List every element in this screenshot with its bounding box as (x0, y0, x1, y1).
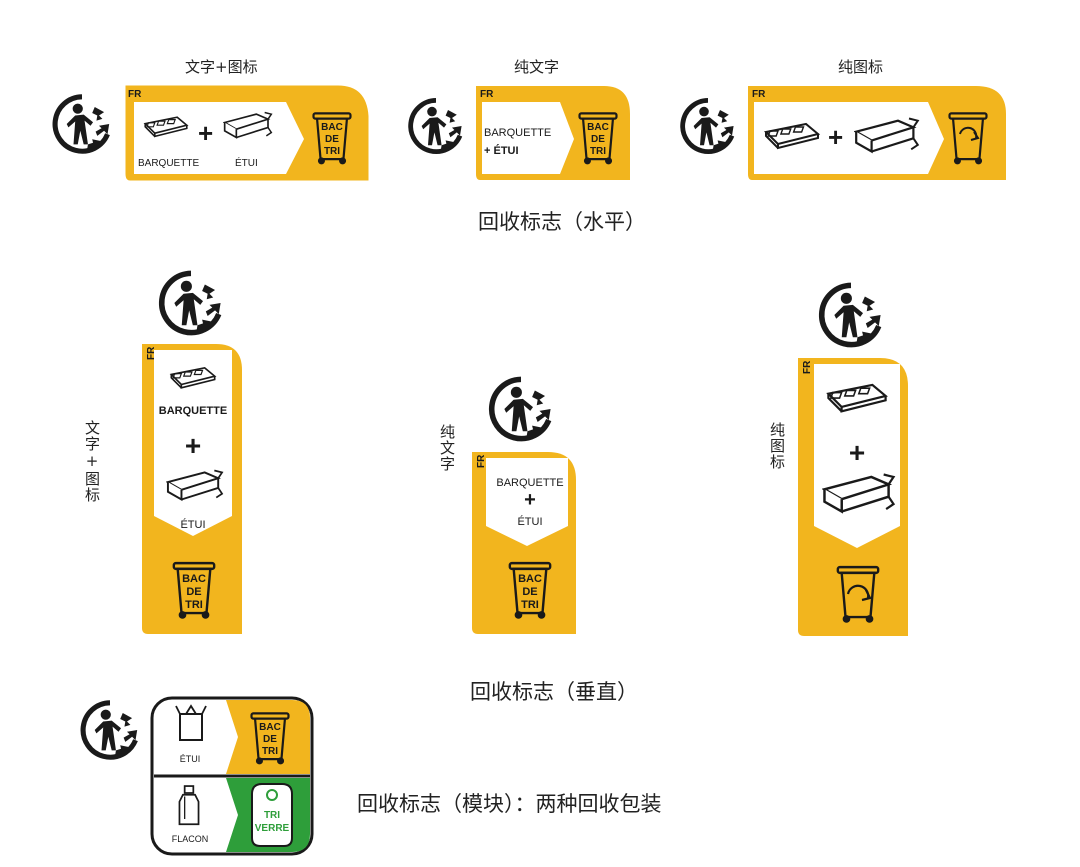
svg-text:TRI: TRI (264, 810, 280, 821)
fr-tag: FR (480, 89, 494, 100)
barquette-label: BARQUETTE (496, 477, 563, 489)
plus-etui-label: + ÉTUI (484, 144, 519, 157)
vcaption-text-only: 纯文字 (438, 424, 456, 472)
plus-sign: + (185, 430, 201, 461)
vertical-label-text-only: FR BARQUETTE + ÉTUI BAC DE TRI (472, 370, 576, 634)
etui-label: ÉTUI (517, 515, 542, 528)
svg-text:BAC: BAC (182, 573, 206, 585)
flacon-label: FLACON (172, 834, 209, 844)
svg-text:BAC: BAC (259, 722, 281, 733)
horizontal-label-text-only: FR BARQUETTE + ÉTUI BAC DE TRI (404, 86, 630, 180)
svg-text:DE: DE (522, 586, 537, 598)
caption-text-only: 纯文字 (514, 58, 560, 76)
module-label: ÉTUI BAC DE TRI FLACON TRI VERRE (76, 696, 314, 856)
triman-icon (683, 100, 734, 151)
caption-text-and-icon: 文字+图标 (185, 58, 258, 76)
svg-text:BAC: BAC (321, 122, 343, 133)
horizontal-label-icon-only: FR + (676, 86, 1006, 180)
fr-tag: FR (128, 89, 142, 100)
fr-tag: FR (476, 454, 487, 468)
etui-label: ÉTUI (235, 156, 258, 169)
caption-icon-only: 纯图标 (838, 58, 884, 76)
plus-sign: + (849, 437, 865, 468)
barquette-label: BARQUETTE (159, 405, 227, 417)
horizontal-label-text-icon: FR + BARQUETTE ÉTUI BAC DE TRI (48, 85, 369, 181)
vcaption-icon-only: 纯图标 (768, 422, 786, 470)
triman-icon (83, 703, 137, 757)
triman-icon (411, 100, 462, 151)
triman-icon (55, 97, 109, 151)
fr-tag: FR (752, 89, 766, 100)
svg-text:DE: DE (263, 734, 277, 745)
fr-tag: FR (146, 346, 157, 360)
svg-text:TRI: TRI (590, 146, 606, 157)
section-title-horizontal: 回收标志（水平） (478, 210, 646, 234)
svg-text:DE: DE (325, 134, 339, 145)
svg-text:DE: DE (186, 586, 201, 598)
svg-text:DE: DE (591, 134, 605, 145)
svg-text:VERRE: VERRE (255, 823, 290, 834)
svg-text:BAC: BAC (518, 573, 542, 585)
section-title-vertical: 回收标志（垂直） (470, 680, 638, 704)
triman-icon (822, 285, 881, 344)
vertical-label-text-icon: FR BARQUETTE + ÉTUI BAC DE TRI (142, 264, 242, 634)
vcaption-text-and-icon: 文字+图标 (83, 420, 101, 503)
plus-sign: + (198, 118, 213, 148)
barquette-label: BARQUETTE (484, 127, 551, 139)
section-title-module: 回收标志（模块）：两种回收包装 (357, 792, 662, 816)
fr-tag: FR (802, 360, 813, 374)
box-icon (179, 713, 203, 741)
barquette-label: BARQUETTE (138, 158, 199, 169)
svg-text:TRI: TRI (185, 599, 203, 611)
svg-text:TRI: TRI (521, 599, 539, 611)
etui-label: ÉTUI (180, 518, 205, 531)
vertical-label-icon-only: FR + (798, 276, 908, 636)
triman-icon (162, 273, 221, 332)
plus-sign: + (828, 122, 843, 152)
glass-bank-icon (251, 783, 293, 847)
triman-icon (492, 379, 551, 438)
etui-label: ÉTUI (180, 754, 201, 764)
svg-text:TRI: TRI (262, 746, 278, 757)
plus-sign: + (524, 489, 536, 511)
svg-text:BAC: BAC (587, 122, 609, 133)
svg-text:TRI: TRI (324, 146, 340, 157)
